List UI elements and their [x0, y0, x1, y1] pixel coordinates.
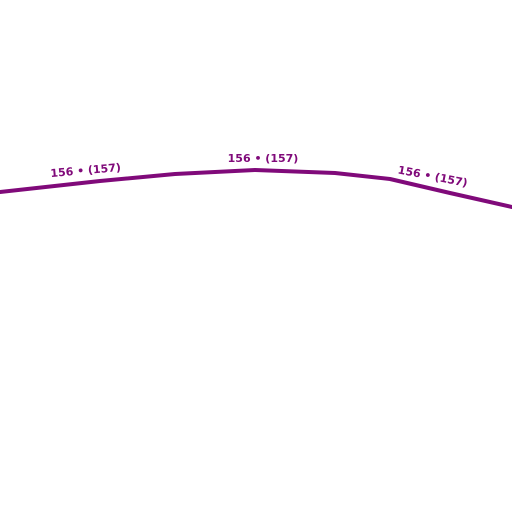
route-156-label-center: 156 • (157) [228, 152, 299, 165]
route-156-label-west: 156 • (157) [50, 161, 122, 180]
route-156-line[interactable] [0, 168, 512, 209]
